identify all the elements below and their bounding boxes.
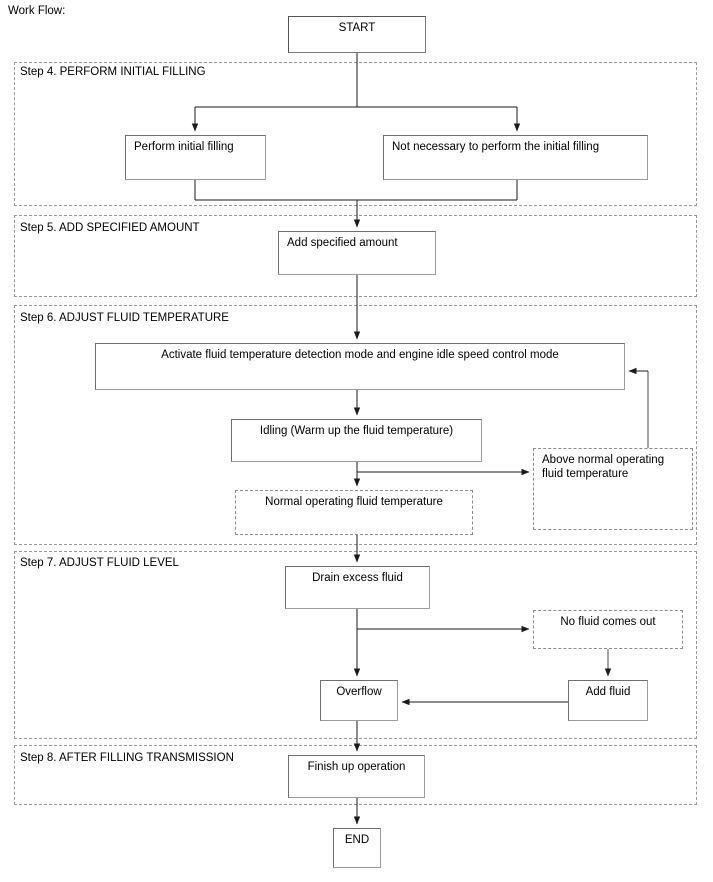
- node-start: START: [288, 16, 426, 53]
- node-no-fluid-comes-out: No fluid comes out: [533, 610, 683, 649]
- node-not-necessary-label: Not necessary to perform the initial fil…: [392, 141, 600, 153]
- node-activate-modes-label: Activate fluid temperature detection mod…: [161, 349, 559, 361]
- node-perform-initial-filling: Perform initial filling: [125, 135, 266, 180]
- section-title-step7: Step 7. ADJUST FLUID LEVEL: [20, 557, 179, 569]
- node-above-normal-temp: Above normal operating fluid temperature: [533, 448, 693, 530]
- section-title-step8: Step 8. AFTER FILLING TRANSMISSION: [20, 752, 234, 764]
- node-add-specified-amount-label: Add specified amount: [287, 237, 398, 249]
- node-activate-modes: Activate fluid temperature detection mod…: [95, 343, 625, 390]
- node-end-label: END: [344, 834, 370, 846]
- node-idling-label: Idling (Warm up the fluid temperature): [259, 425, 454, 437]
- node-add-fluid-label: Add fluid: [585, 686, 631, 698]
- node-add-fluid: Add fluid: [568, 680, 648, 721]
- node-add-specified-amount: Add specified amount: [278, 231, 436, 275]
- section-step6: [14, 305, 697, 545]
- node-finish-up-operation-label: Finish up operation: [307, 761, 406, 773]
- node-no-fluid-comes-out-label: No fluid comes out: [560, 616, 656, 628]
- node-not-necessary: Not necessary to perform the initial fil…: [383, 135, 648, 180]
- section-step5: [14, 215, 697, 297]
- node-finish-up-operation: Finish up operation: [288, 755, 425, 798]
- node-overflow: Overflow: [320, 680, 398, 721]
- node-end: END: [333, 828, 381, 868]
- section-title-step5: Step 5. ADD SPECIFIED AMOUNT: [20, 222, 200, 234]
- node-normal-temp: Normal operating fluid temperature: [235, 490, 473, 535]
- node-idling: Idling (Warm up the fluid temperature): [231, 419, 482, 462]
- node-perform-initial-filling-label: Perform initial filling: [134, 141, 234, 153]
- section-step7: [14, 551, 697, 739]
- node-normal-temp-label: Normal operating fluid temperature: [265, 496, 443, 508]
- node-drain-excess-fluid-label: Drain excess fluid: [312, 572, 403, 584]
- node-overflow-label: Overflow: [336, 686, 382, 698]
- section-title-step6: Step 6. ADJUST FLUID TEMPERATURE: [20, 312, 229, 324]
- node-drain-excess-fluid: Drain excess fluid: [285, 566, 430, 609]
- node-start-label: START: [338, 22, 376, 34]
- node-above-normal-temp-label: Above normal operating fluid temperature: [542, 454, 665, 480]
- section-step4: [14, 62, 697, 206]
- section-title-step4: Step 4. PERFORM INITIAL FILLING: [20, 66, 206, 78]
- page-title: Work Flow:: [8, 5, 66, 17]
